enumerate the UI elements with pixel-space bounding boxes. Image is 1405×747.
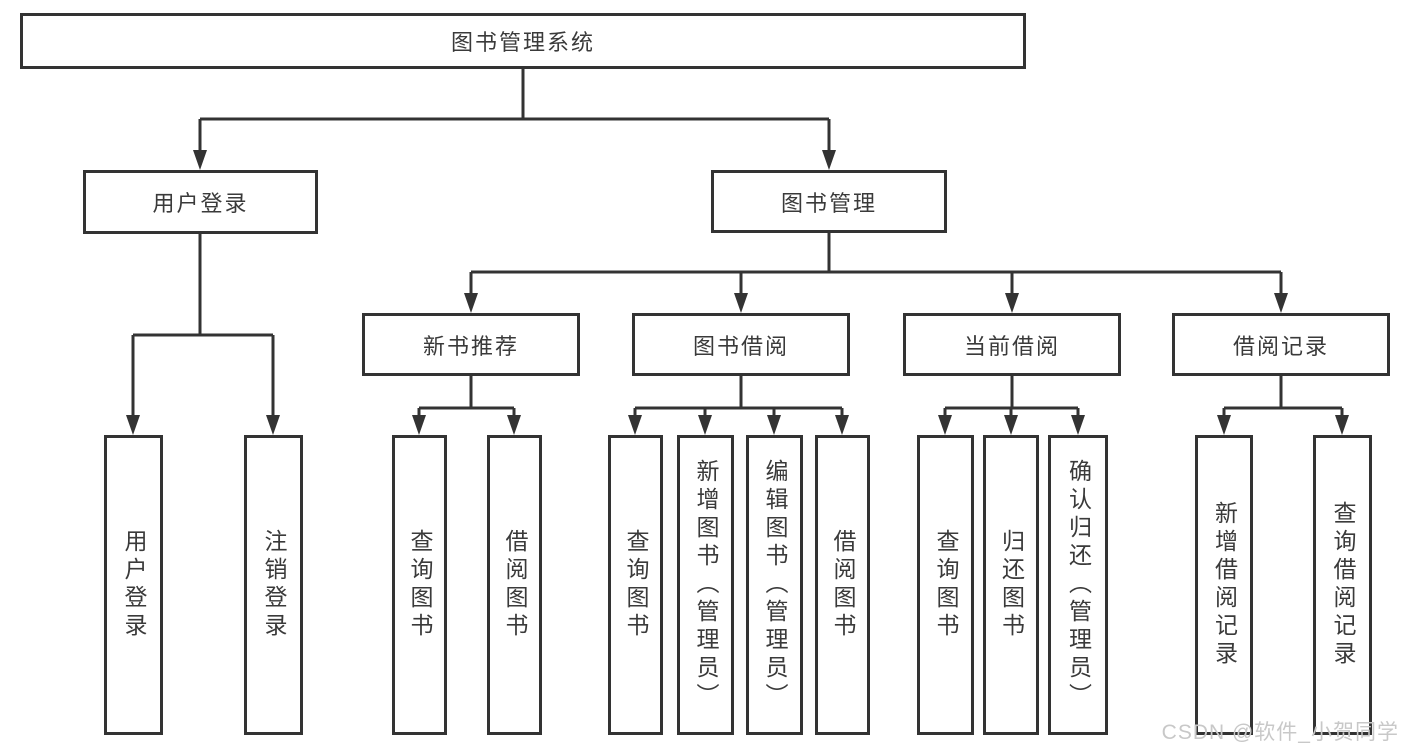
node-label: 新增借阅记录 bbox=[1211, 501, 1238, 669]
leaf-borrow-book: 借阅图书 bbox=[815, 435, 870, 735]
node-book-borrow: 图书借阅 bbox=[632, 313, 850, 376]
leaf-borrow-book-recommend: 借阅图书 bbox=[487, 435, 542, 735]
leaf-confirm-return-admin: 确认归还（管理员） bbox=[1048, 435, 1108, 735]
node-label: 查询借阅记录 bbox=[1330, 501, 1356, 669]
leaf-query-book-borrow: 查询图书 bbox=[608, 435, 663, 735]
node-label: 查询图书 bbox=[623, 529, 649, 641]
leaf-add-borrow-record: 新增借阅记录 bbox=[1195, 435, 1253, 735]
node-label: 新增图书（管理员） bbox=[693, 459, 719, 711]
node-new-book-recommend: 新书推荐 bbox=[362, 313, 580, 376]
node-label: 查询图书 bbox=[407, 529, 433, 641]
leaf-add-book-admin: 新增图书（管理员） bbox=[677, 435, 734, 735]
node-root-system: 图书管理系统 bbox=[20, 13, 1026, 69]
node-label: 新书推荐 bbox=[422, 333, 519, 359]
leaf-user-login: 用户登录 bbox=[104, 435, 163, 735]
arrowhead-icons bbox=[126, 150, 1349, 435]
leaf-return-book: 归还图书 bbox=[983, 435, 1039, 735]
node-label: 归还图书 bbox=[998, 529, 1025, 641]
node-label: 查询图书 bbox=[933, 529, 959, 641]
node-label: 用户登录 bbox=[121, 529, 147, 641]
node-label: 图书管理 bbox=[780, 190, 877, 216]
node-label: 借阅记录 bbox=[1232, 333, 1329, 359]
node-label: 用户登录 bbox=[152, 191, 249, 216]
node-book-management: 图书管理 bbox=[711, 170, 947, 233]
leaf-query-borrow-record: 查询借阅记录 bbox=[1313, 435, 1372, 735]
node-label: 借阅图书 bbox=[830, 529, 856, 641]
node-label: 编辑图书（管理员） bbox=[762, 459, 788, 711]
node-borrow-record: 借阅记录 bbox=[1172, 313, 1390, 376]
node-label: 确认归还（管理员） bbox=[1065, 459, 1092, 711]
node-user-login: 用户登录 bbox=[83, 170, 318, 234]
watermark: CSDN @软件_小贺同学 bbox=[1161, 721, 1399, 744]
leaf-edit-book-admin: 编辑图书（管理员） bbox=[746, 435, 803, 735]
leaf-query-book-current: 查询图书 bbox=[917, 435, 974, 735]
node-label: 借阅图书 bbox=[502, 529, 528, 641]
leaf-query-book-recommend: 查询图书 bbox=[392, 435, 447, 735]
node-label: 当前借阅 bbox=[963, 333, 1060, 359]
node-label: 注销登录 bbox=[261, 529, 287, 641]
leaf-logout: 注销登录 bbox=[244, 435, 303, 735]
node-label: 图书管理系统 bbox=[450, 30, 595, 55]
node-current-borrow: 当前借阅 bbox=[903, 313, 1121, 376]
node-label: 图书借阅 bbox=[692, 333, 789, 359]
